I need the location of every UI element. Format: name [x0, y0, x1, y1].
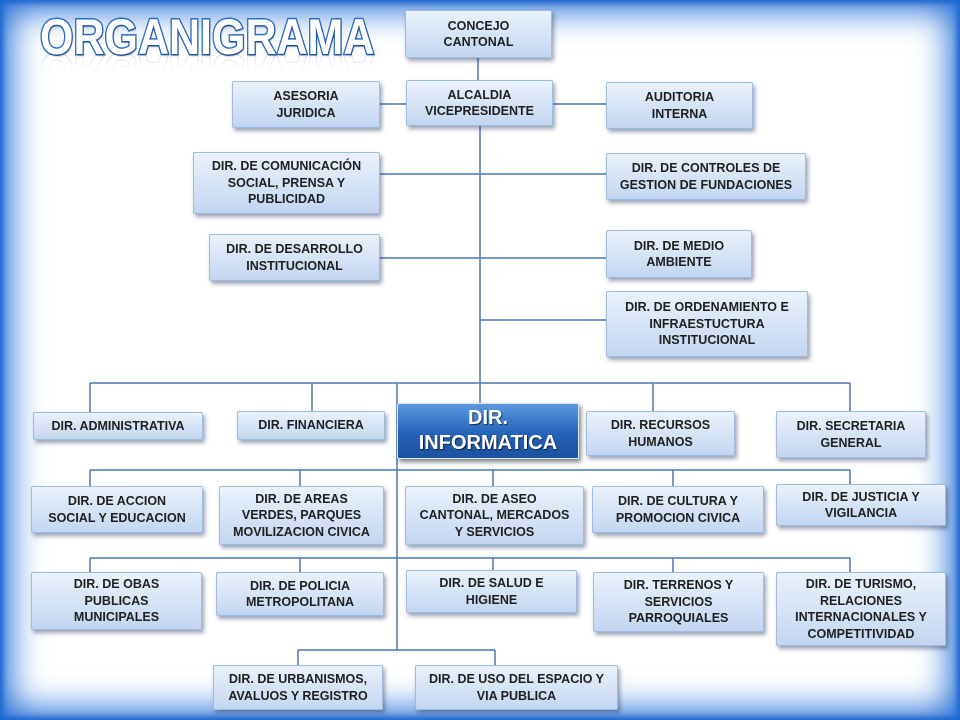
node-justicia: DIR. DE JUSTICIA Y VIGILANCIA — [776, 484, 946, 526]
connector-group — [89, 58, 851, 665]
node-controles-gestion: DIR. DE CONTROLES DE GESTION DE FUNDACIO… — [606, 153, 806, 200]
node-asesoria-juridica: ASESORIA JURIDICA — [232, 81, 380, 128]
node-alcaldia: ALCALDIA VICEPRESIDENTE — [406, 80, 553, 126]
node-areas-verdes: DIR. DE AREAS VERDES, PARQUES MOVILIZACI… — [219, 486, 384, 545]
node-comunicacion-social: DIR. DE COMUNICACIÓN SOCIAL, PRENSA Y PU… — [193, 152, 380, 214]
node-policia: DIR. DE POLICIA METROPOLITANA — [216, 572, 384, 616]
node-accion-social: DIR. DE ACCION SOCIAL Y EDUCACION — [31, 486, 203, 533]
node-ordenamiento: DIR. DE ORDENAMIENTO E INFRAESTUCTURA IN… — [606, 291, 808, 357]
node-urbanismos: DIR. DE URBANISMOS, AVALUOS Y REGISTRO — [213, 665, 383, 710]
node-recursos-humanos: DIR. RECURSOS HUMANOS — [586, 411, 735, 456]
node-medio-ambiente: DIR. DE MEDIO AMBIENTE — [606, 230, 752, 278]
node-uso-espacio: DIR. DE USO DEL ESPACIO Y VIA PUBLICA — [415, 665, 618, 710]
node-auditoria-interna: AUDITORIA INTERNA — [606, 82, 753, 129]
node-desarrollo-institucional: DIR. DE DESARROLLO INSTITUCIONAL — [209, 234, 380, 281]
node-informatica: DIR. INFORMATICA — [397, 403, 579, 459]
node-administrativa: DIR. ADMINISTRATIVA — [33, 412, 203, 440]
node-secretaria-general: DIR. SECRETARIA GENERAL — [776, 411, 926, 458]
page-title: ORGANIGRAMA — [39, 9, 376, 65]
node-terrenos: DIR. TERRENOS Y SERVICIOS PARROQUIALES — [593, 572, 764, 632]
node-concejo-cantonal: CONCEJO CANTONAL — [405, 10, 552, 58]
node-salud: DIR. DE SALUD E HIGIENE — [406, 570, 577, 613]
node-turismo: DIR. DE TURISMO, RELACIONES INTERNACIONA… — [776, 572, 946, 646]
node-aseo-cantonal: DIR. DE ASEO CANTONAL, MERCADOS Y SERVIC… — [405, 486, 584, 545]
node-cultura: DIR. DE CULTURA Y PROMOCION CIVICA — [592, 486, 764, 533]
node-obras-publicas: DIR. DE OBAS PUBLICAS MUNICIPALES — [31, 572, 202, 630]
node-financiera: DIR. FINANCIERA — [237, 411, 385, 440]
